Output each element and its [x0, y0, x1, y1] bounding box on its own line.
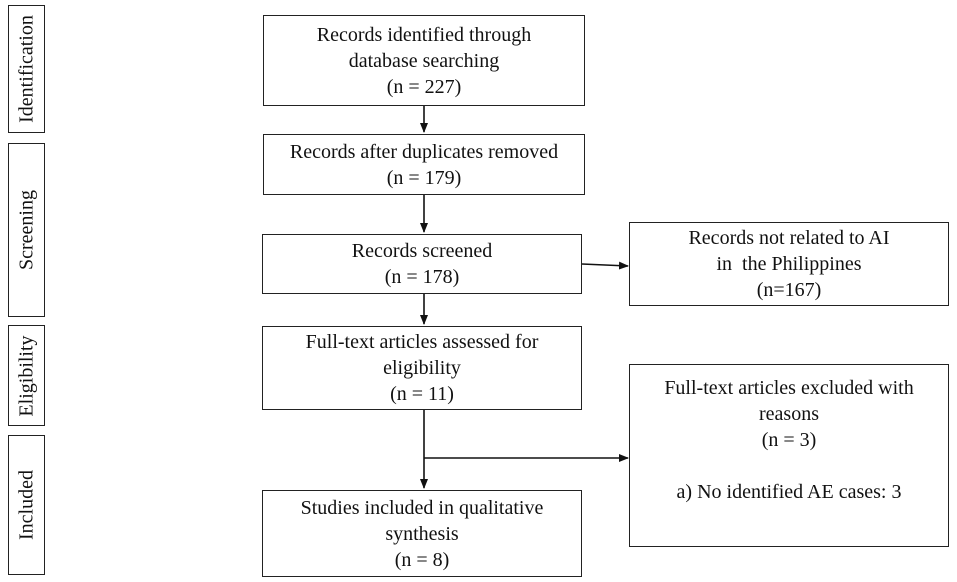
phase-eligibility: Eligibility — [8, 325, 45, 426]
box-fulltext-assessed-line-1: Full-text articles assessed for — [305, 331, 539, 353]
box-fulltext-excluded-line-3: (n = 3) — [761, 429, 817, 451]
phase-identification: Identification — [8, 5, 45, 133]
box-records-not-related-line-2: in the Philippines — [716, 253, 862, 275]
box-records-not-related-line-3: (n=167) — [756, 279, 822, 301]
box-records-identified-line-2: database searching — [348, 49, 500, 72]
arrow-screened-to-not-related — [581, 261, 629, 270]
box-studies-included-line-1: Studies included in qualitative — [300, 496, 544, 519]
box-fulltext-excluded-line-1: Full-text articles excluded with — [664, 377, 914, 399]
box-records-identified: Records identified through database sear… — [263, 15, 585, 106]
phase-included: Included — [8, 435, 45, 575]
box-fulltext-assessed-line-3: (n = 11) — [390, 383, 454, 405]
box-studies-included: Studies included in qualitative synthesi… — [262, 490, 582, 577]
box-records-screened: Records screened (n = 178) — [262, 234, 582, 294]
box-fulltext-assessed: Full-text articles assessed for eligibil… — [262, 326, 582, 410]
phase-screening: Screening — [8, 143, 45, 317]
box-records-not-related-line-1: Records not related to AI — [688, 227, 890, 249]
box-records-deduplicated-line-1: Records after duplicates removed — [289, 140, 559, 163]
box-records-screened-line-2: (n = 178) — [384, 266, 460, 288]
box-records-identified-line-1: Records identified through — [316, 23, 532, 46]
box-fulltext-excluded-line-2: reasons — [759, 403, 819, 425]
box-records-deduplicated: Records after duplicates removed (n = 17… — [263, 134, 585, 195]
box-records-screened-line-1: Records screened — [351, 240, 493, 262]
box-studies-included-line-2: synthesis — [385, 522, 459, 545]
box-fulltext-excluded-reason-a: a) No identified AE cases: 3 — [676, 481, 902, 503]
box-records-identified-line-3: (n = 227) — [386, 75, 462, 98]
box-records-not-related: Records not related to AI in the Philipp… — [629, 222, 949, 306]
box-fulltext-assessed-line-2: eligibility — [383, 357, 461, 379]
box-fulltext-excluded: Full-text articles excluded with reasons… — [629, 364, 949, 547]
box-studies-included-line-3: (n = 8) — [394, 548, 450, 571]
box-records-deduplicated-line-2: (n = 179) — [386, 166, 462, 189]
